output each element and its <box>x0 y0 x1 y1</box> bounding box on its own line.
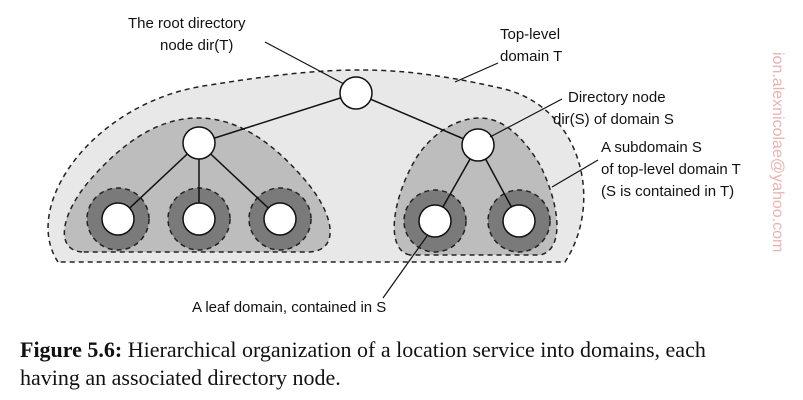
caption-figure-label: Figure 5.6: <box>20 337 123 362</box>
subdomain-label-line2: of top-level domain T <box>601 161 741 178</box>
root-directory-node <box>339 76 373 110</box>
caption-text-line1: Hierarchical organization of a location … <box>127 337 706 362</box>
edge <box>117 142 200 220</box>
subdomain-label-line1: A subdomain S <box>601 139 702 156</box>
subdomain-directory-node-left <box>182 126 216 160</box>
dirnode-label-line1: Directory node <box>568 89 666 106</box>
directory-nodes <box>101 76 536 238</box>
figure-caption: Figure 5.6: Hierarchical organization of… <box>20 336 800 392</box>
watermark-email: ion.alexnicolae@yahoo.com <box>769 52 786 252</box>
edge <box>198 92 357 144</box>
leaf-directory-node <box>502 204 536 238</box>
caption-text-line2: having an associated directory node. <box>20 365 341 390</box>
leaf-directory-node <box>263 202 297 236</box>
root-callout-line <box>264 41 345 85</box>
dirnode-callout-line <box>489 98 563 138</box>
root-node-label-line1: The root directory <box>128 15 246 32</box>
leaf-callout-line <box>382 235 428 299</box>
toplevel-domain-label-line2: domain T <box>500 48 562 65</box>
subdomain-callout-line <box>551 159 599 188</box>
leaf-domain-label: A leaf domain, contained in S <box>192 299 386 316</box>
edge <box>198 142 281 220</box>
root-node-label-line2: node dir(T) <box>160 37 233 54</box>
caption-line-2: having an associated directory node. <box>20 364 800 392</box>
leaf-directory-node <box>182 202 216 236</box>
leaf-directory-node <box>418 204 452 238</box>
callout-lines <box>264 41 599 299</box>
toplevel-domain-label-line1: Top-level <box>500 26 560 43</box>
edge <box>355 92 479 146</box>
toplevel-callout-line <box>454 62 499 83</box>
subdomain-directory-node-right <box>461 128 495 162</box>
domain-hierarchy-diagram: The root directory node dir(T) Top-level… <box>47 15 786 316</box>
leaf-directory-node <box>101 202 135 236</box>
subdomain-label-line3: (S is contained in T) <box>601 183 734 200</box>
caption-line-1: Figure 5.6: Hierarchical organization of… <box>20 336 800 364</box>
dirnode-label-line2: dir(S) of domain S <box>553 111 674 128</box>
